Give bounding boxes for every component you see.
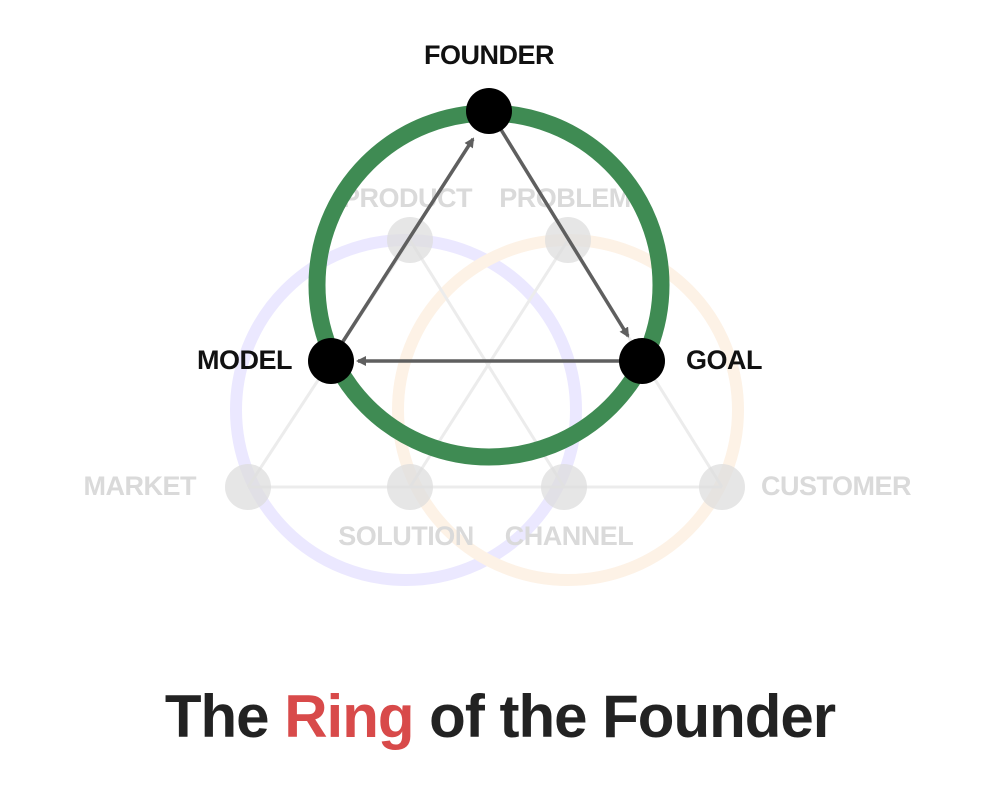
channel-node <box>541 464 587 510</box>
market-label: MARKET <box>84 471 197 501</box>
title-prefix: The <box>164 683 285 750</box>
market-node <box>225 464 271 510</box>
arrow-model-to-founder <box>340 137 475 344</box>
model-label: MODEL <box>197 345 292 375</box>
goal-label: GOAL <box>686 345 762 375</box>
customer-label: CUSTOMER <box>761 471 911 501</box>
diagram-title: The Ring of the Founder <box>0 672 1000 762</box>
solution-node <box>387 464 433 510</box>
title-suffix: of the Founder <box>413 683 836 750</box>
customer-node <box>699 464 745 510</box>
product-label: PRODUCT <box>342 183 473 213</box>
model-node <box>308 338 354 384</box>
title-accent: Ring <box>284 683 414 750</box>
problem-label: PROBLEM <box>499 183 631 213</box>
cycle-arrows <box>340 127 630 366</box>
founder-label: FOUNDER <box>424 40 554 70</box>
arrow-founder-to-goal <box>498 127 630 338</box>
founder-ring <box>308 104 670 466</box>
channel-label: CHANNEL <box>505 521 634 551</box>
founder-node <box>466 88 512 134</box>
solution-label: SOLUTION <box>338 521 474 551</box>
goal-node <box>619 338 665 384</box>
